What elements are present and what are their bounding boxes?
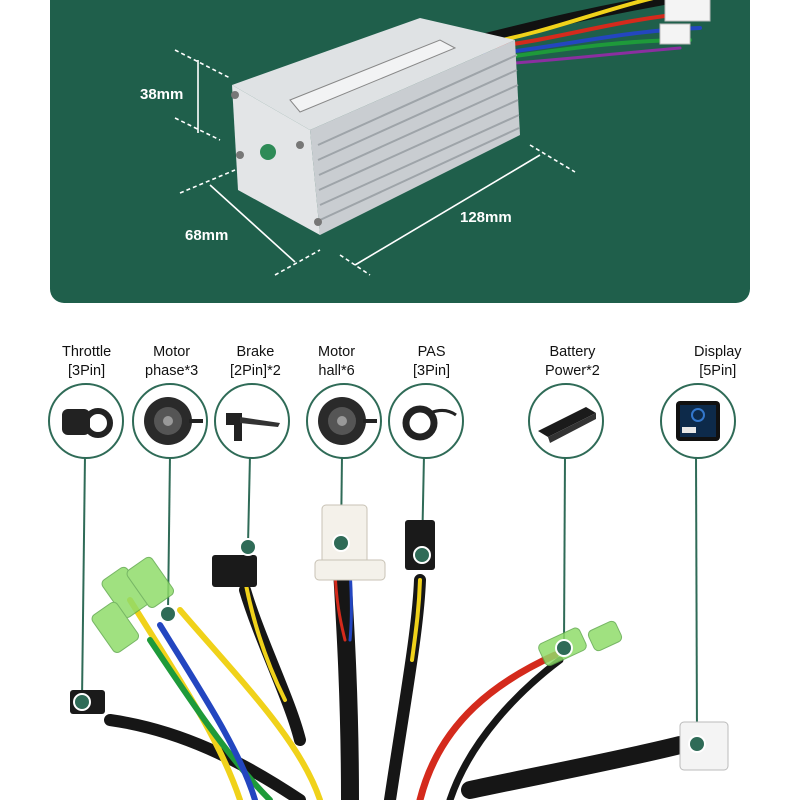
throttle-icon — [48, 383, 124, 459]
brake-pins: [2Pin]*2 — [230, 363, 281, 379]
product-dimension-panel: 38mm 68mm 128mm — [50, 0, 750, 303]
connector-markers — [73, 534, 706, 753]
controller-illustration — [174, 0, 711, 276]
harness-wires — [104, 561, 689, 800]
display-pins: [5Pin] — [699, 363, 737, 379]
connector-label-motor-phase: Motor phase*3 — [145, 343, 198, 381]
motor-hall-count: hall*6 — [318, 363, 355, 379]
brake-lever-icon — [214, 383, 290, 459]
battery-count: Power*2 — [545, 363, 600, 379]
connector-label-display: Display [5Pin] — [694, 343, 742, 381]
connector-label-battery: Battery Power*2 — [545, 343, 600, 381]
throttle-pins: [3Pin] — [68, 363, 106, 379]
callout-lines — [81, 454, 698, 741]
connector-label-brake: Brake [2Pin]*2 — [230, 343, 281, 381]
connector-label-motor-hall: Motor hall*6 — [318, 343, 355, 381]
throttle-title: Throttle — [62, 344, 112, 360]
connector-label-throttle: Throttle [3Pin] — [62, 343, 111, 381]
pas-title: PAS — [417, 344, 446, 360]
dimension-lines — [174, 49, 576, 276]
pas-pins: [3Pin] — [413, 363, 451, 379]
hub-motor-icon — [132, 383, 208, 459]
display-title: Display — [694, 344, 742, 360]
lcd-display-icon — [660, 383, 736, 459]
height-dimension-label: 38mm — [140, 86, 184, 103]
brake-title: Brake — [236, 344, 275, 360]
pas-sensor-icon — [388, 383, 464, 459]
controller-output-wires — [474, 0, 711, 67]
motor-phase-count: phase*3 — [145, 363, 199, 379]
length-dimension-label: 128mm — [460, 209, 512, 226]
motor-phase-title: Motor — [153, 344, 191, 360]
motor-hall-title: Motor — [318, 344, 356, 360]
battery-icon — [528, 383, 604, 459]
connector-label-pas: PAS [3Pin] — [413, 343, 450, 381]
depth-dimension-label: 68mm — [185, 227, 229, 244]
controller-box — [231, 18, 520, 235]
battery-title: Battery — [549, 344, 596, 360]
hub-motor-hall-icon — [306, 383, 382, 459]
